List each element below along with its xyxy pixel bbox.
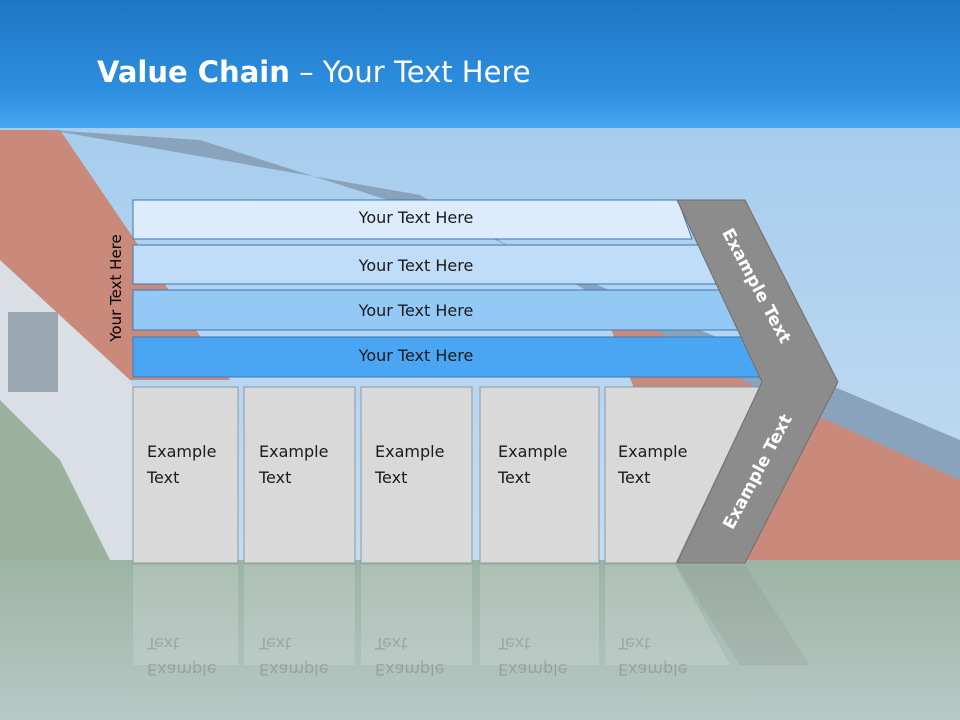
activity-box-1 xyxy=(132,386,239,564)
header-bar xyxy=(0,0,960,128)
box-reflection-shape-4 xyxy=(480,565,599,665)
bar-label-1: Your Text Here xyxy=(358,208,474,227)
bar-label-4: Your Text Here xyxy=(358,346,474,365)
box-reflection-shape-2 xyxy=(244,565,355,665)
bar-label-3: Your Text Here xyxy=(358,301,474,320)
margin-chevron xyxy=(676,199,839,564)
box-reflection-shape-5 xyxy=(605,565,730,665)
process-bar-1 xyxy=(132,199,693,240)
chevron-reflection-shape xyxy=(676,565,810,665)
activity-box-3 xyxy=(360,386,473,564)
box-reflection-shape-3 xyxy=(361,565,472,665)
activity-box-4 xyxy=(479,386,600,564)
activity-box-5 xyxy=(604,386,761,564)
box-reflection-shape-1 xyxy=(133,565,238,665)
activity-box-2 xyxy=(243,386,356,564)
page-title: Value Chain – Your Text Here xyxy=(97,55,531,89)
bar-label-2: Your Text Here xyxy=(358,256,474,275)
